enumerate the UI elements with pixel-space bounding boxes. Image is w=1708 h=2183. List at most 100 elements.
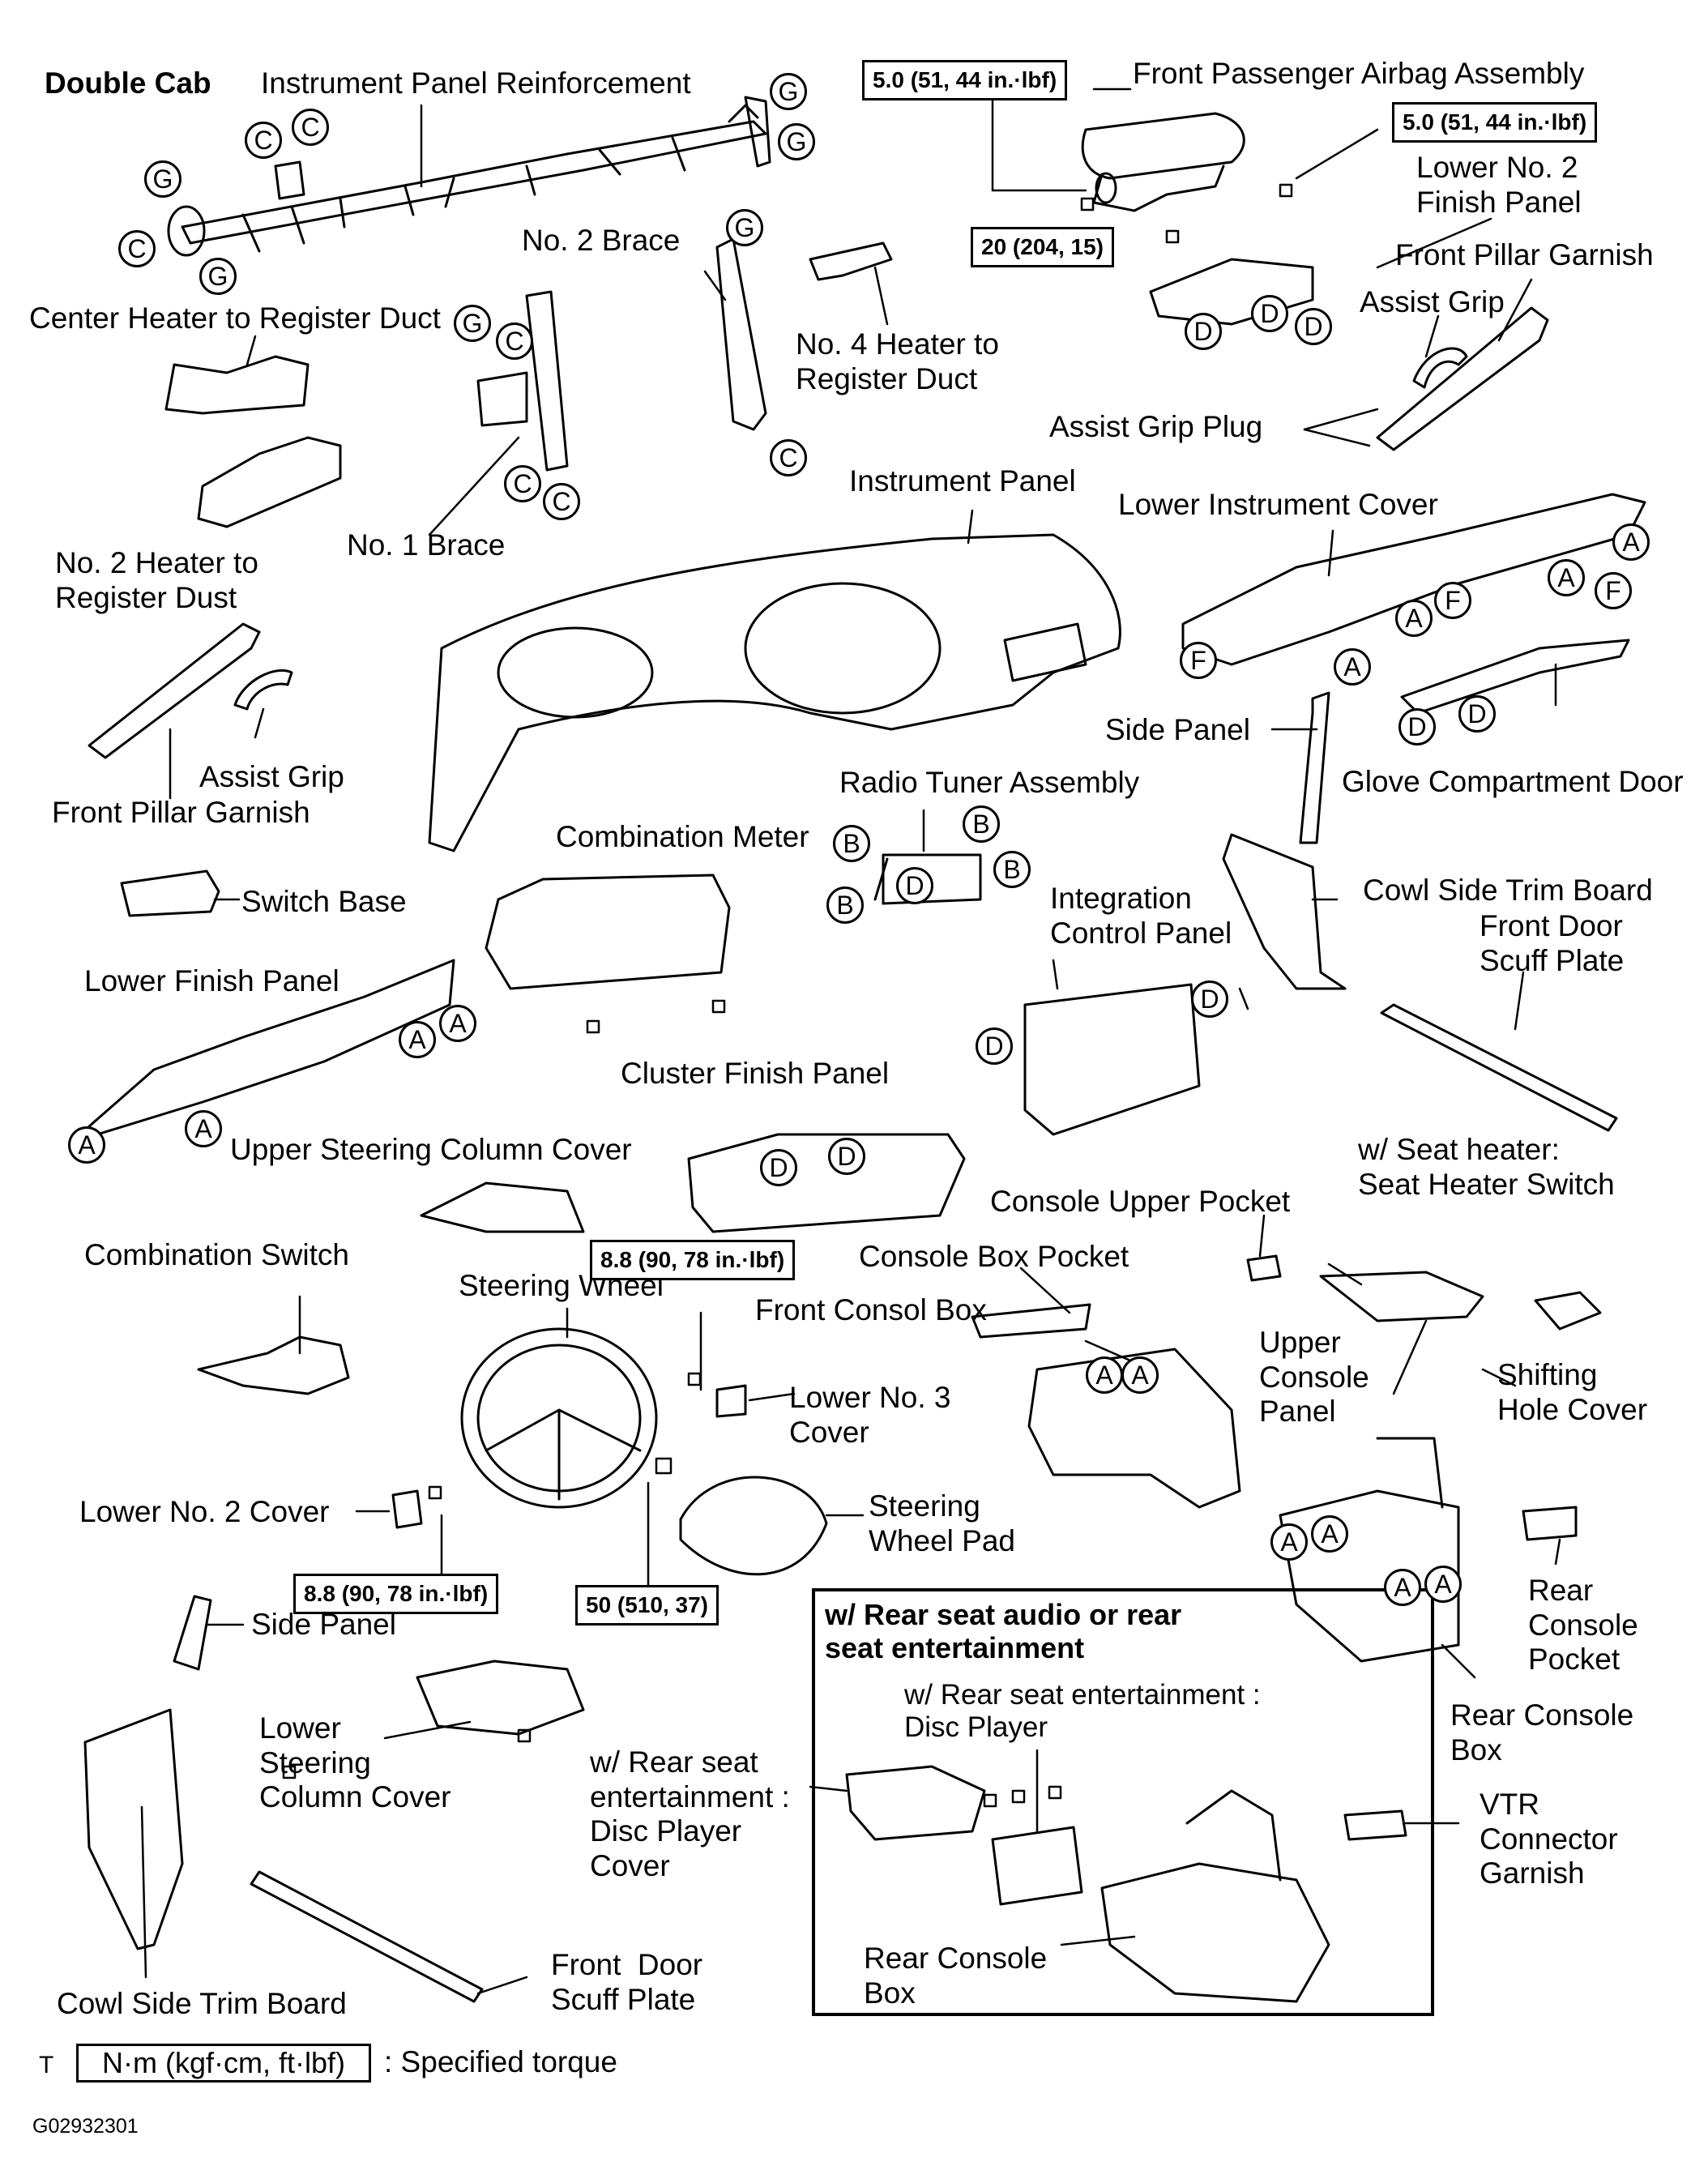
lower-no2-cover-drawing <box>391 1489 423 1529</box>
label-box-disc-player: w/ Rear seat entertainment : Disc Player <box>904 1679 1261 1744</box>
callout-b: B <box>833 825 870 862</box>
callout-d: D <box>976 1027 1013 1065</box>
label-lower-no3-cover: Lower No. 3 Cover <box>789 1381 951 1449</box>
steering-wheel-drawing <box>460 1327 658 1509</box>
front-console-box-drawing <box>1027 1348 1241 1509</box>
label-instrument-panel-reinforcement: Instrument Panel Reinforcement <box>261 66 691 100</box>
side-panel-left-drawing <box>173 1595 212 1671</box>
label-upper-steering-column-cover: Upper Steering Column Cover <box>230 1133 632 1166</box>
label-no1-brace: No. 1 Brace <box>347 528 506 562</box>
callout-c: C <box>504 465 541 502</box>
callout-a: A <box>439 1005 476 1042</box>
label-lower-no2-finish-panel: Lower No. 2 Finish Panel <box>1416 151 1582 219</box>
callout-g: G <box>199 258 237 295</box>
callout-f: F <box>1180 642 1217 679</box>
label-switch-base: Switch Base <box>241 885 407 918</box>
label-box-rear-console: Rear Console Box <box>864 1942 1048 2010</box>
lower-no2-finish-panel-drawing <box>1149 258 1314 326</box>
heading-double-cab: Double Cab <box>45 66 211 100</box>
callout-d: D <box>828 1138 865 1175</box>
rear-console-pocket-drawing <box>1522 1506 1578 1541</box>
switch-base-drawing <box>120 869 220 917</box>
rear-console-box-right-drawing <box>1279 1437 1460 1663</box>
callout-f: F <box>1434 582 1471 619</box>
label-vtr-connector: VTR Connector Garnish <box>1480 1788 1618 1890</box>
label-no2-brace: No. 2 Brace <box>522 224 681 257</box>
label-assist-grip-left: Assist Grip <box>199 760 344 793</box>
disc-player-drawing <box>991 1826 1083 1906</box>
label-console-upper-pocket: Console Upper Pocket <box>990 1185 1291 1218</box>
label-front-pillar-garnish-left: Front Pillar Garnish <box>52 796 310 829</box>
callout-c: C <box>496 323 533 360</box>
callout-b: B <box>826 886 864 924</box>
callout-a: A <box>1311 1515 1348 1553</box>
callout-a: A <box>1384 1569 1421 1606</box>
vtr-connector-drawing <box>1343 1809 1407 1841</box>
callout-a: A <box>185 1110 222 1147</box>
label-rear-console-pocket: Rear Console Pocket <box>1528 1574 1638 1677</box>
assist-grip-right-drawing <box>1412 347 1468 389</box>
upper-column-cover-drawing <box>420 1181 585 1233</box>
callout-a: A <box>1121 1356 1159 1394</box>
rear-seat-option-box <box>812 1588 1434 2016</box>
callout-g: G <box>778 123 815 160</box>
callout-c: C <box>292 109 329 146</box>
callout-a: A <box>1086 1356 1123 1394</box>
label-cowl-side-trim-right: Cowl Side Trim Board <box>1363 874 1653 907</box>
label-integration-control-panel: Integration Control Panel <box>1050 882 1232 950</box>
label-side-panel-right: Side Panel <box>1105 713 1250 746</box>
cowl-trim-right-drawing <box>1222 833 1347 990</box>
label-upper-console-panel: Upper Console Panel <box>1259 1326 1369 1429</box>
radio-tuner-drawing <box>873 853 982 905</box>
no2-brace-drawing <box>715 237 767 431</box>
label-assist-grip-plug: Assist Grip Plug <box>1049 410 1263 443</box>
center-heater-duct-drawing <box>164 355 310 415</box>
label-front-console-box: Front Consol Box <box>755 1293 987 1326</box>
callout-c: C <box>770 439 807 476</box>
integration-control-panel-drawing <box>1023 983 1201 1136</box>
scuff-plate-right-drawing <box>1380 1003 1618 1132</box>
label-glove-compartment: Glove Compartment Door <box>1342 765 1684 798</box>
cowl-trim-left-drawing <box>83 1708 184 1950</box>
callout-c: C <box>245 122 282 159</box>
torque-lower-no2: 8.8 (90, 78 in.·lbf) <box>293 1574 499 1614</box>
label-cluster-finish-panel: Cluster Finish Panel <box>621 1057 890 1090</box>
pillar-garnish-left-drawing <box>88 622 261 759</box>
callout-d: D <box>1458 695 1496 733</box>
label-front-passenger-airbag: Front Passenger Airbag Assembly <box>1133 57 1585 90</box>
label-lower-steering-column-cover: Lower Steering Column Cover <box>259 1711 451 1814</box>
no2-heater-duct-drawing <box>197 436 342 528</box>
label-assist-grip-right: Assist Grip <box>1360 285 1505 318</box>
no4-heater-duct-drawing <box>809 241 893 281</box>
callout-d: D <box>1295 308 1332 345</box>
callout-a: A <box>1424 1566 1462 1603</box>
label-lower-finish-panel: Lower Finish Panel <box>84 964 339 998</box>
disc-player-cover-drawing <box>845 1765 986 1841</box>
combination-switch-drawing <box>197 1335 350 1395</box>
callout-a: A <box>1395 600 1433 637</box>
label-cowl-side-trim-left: Cowl Side Trim Board <box>57 1987 347 2020</box>
shifting-hole-cover-drawing <box>1534 1291 1602 1331</box>
label-disc-player-cover: w/ Rear seat entertainment : Disc Player… <box>590 1745 790 1882</box>
box-title: w/ Rear seat audio or rear seat entertai… <box>825 1598 1182 1665</box>
combination-meter-drawing <box>485 874 731 990</box>
callout-c: C <box>118 230 156 267</box>
no1-brace-drawing <box>476 290 569 472</box>
lower-no3-cover-drawing <box>715 1384 747 1418</box>
callout-d: D <box>1398 708 1436 745</box>
torque-airbag-left: 5.0 (51, 44 in.·lbf) <box>862 60 1068 100</box>
lower-column-cover-drawing <box>416 1660 585 1736</box>
callout-d: D <box>1185 313 1222 350</box>
callout-d: D <box>760 1149 797 1186</box>
callout-g: G <box>144 160 181 198</box>
callout-g: G <box>770 73 807 110</box>
callout-g: G <box>726 209 763 246</box>
callout-d: D <box>896 867 933 904</box>
airbag-drawing <box>1081 112 1245 212</box>
label-steering-wheel-pad: Steering Wheel Pad <box>869 1489 1015 1557</box>
label-shifting-hole-cover: Shifting Hole Cover <box>1497 1358 1648 1426</box>
torque-steering-wheel: 50 (510, 37) <box>575 1585 719 1626</box>
leader-lines <box>140 88 1561 1995</box>
bolts <box>282 183 1293 1808</box>
